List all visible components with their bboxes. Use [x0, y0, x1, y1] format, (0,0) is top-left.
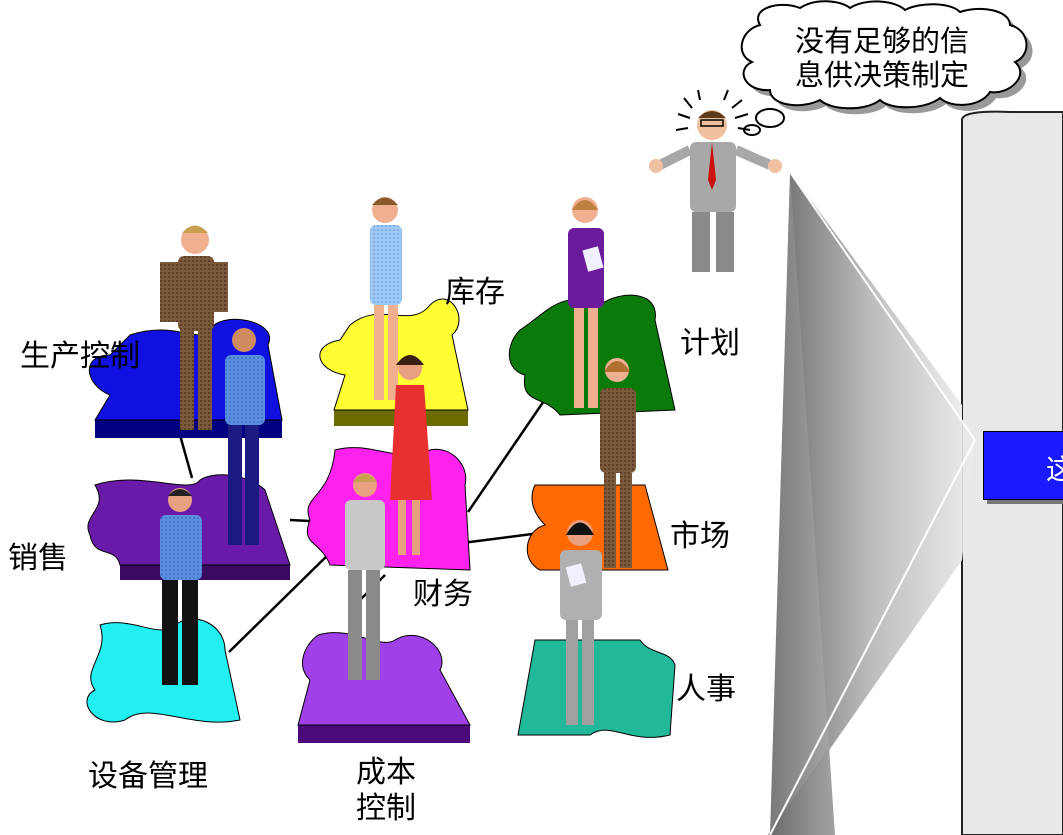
person-planning-woman — [568, 197, 604, 408]
person-cost-man — [345, 473, 385, 680]
person-production-man — [160, 225, 228, 430]
person-marketing-woman — [600, 358, 636, 568]
person-production-worker — [225, 328, 265, 545]
label-cost-control-line1: 成本 — [356, 755, 416, 790]
callout-box: 这 — [983, 431, 1063, 500]
label-hr: 人事 — [676, 672, 736, 707]
label-finance: 财务 — [413, 577, 473, 612]
label-marketing: 市场 — [670, 519, 730, 554]
person-sales-man — [160, 488, 202, 685]
puzzle-finance — [306, 447, 471, 571]
person-finance-woman — [390, 355, 432, 555]
person-hr-woman — [560, 520, 602, 725]
label-inventory: 库存 — [445, 275, 505, 310]
person-executive — [649, 110, 782, 272]
person-inventory-woman — [370, 197, 402, 400]
thought-line-2: 息供决策制定 — [794, 58, 969, 92]
label-sales: 销售 — [8, 541, 68, 576]
label-equipment-management: 设备管理 — [88, 759, 208, 794]
label-production-control: 生产控制 — [20, 339, 140, 374]
puzzle-hr — [517, 639, 676, 738]
label-planning: 计划 — [680, 326, 740, 361]
thought-line-1: 没有足够的信 — [794, 24, 969, 58]
puzzle-cost — [297, 632, 471, 743]
callout-text: 这 — [1046, 448, 1063, 488]
thought-bubble — [740, 0, 1033, 136]
thought-bubble-text: 没有足够的信 息供决策制定 — [762, 24, 1002, 92]
worry-marks — [675, 89, 751, 131]
label-cost-control-line2: 控制 — [356, 791, 416, 826]
